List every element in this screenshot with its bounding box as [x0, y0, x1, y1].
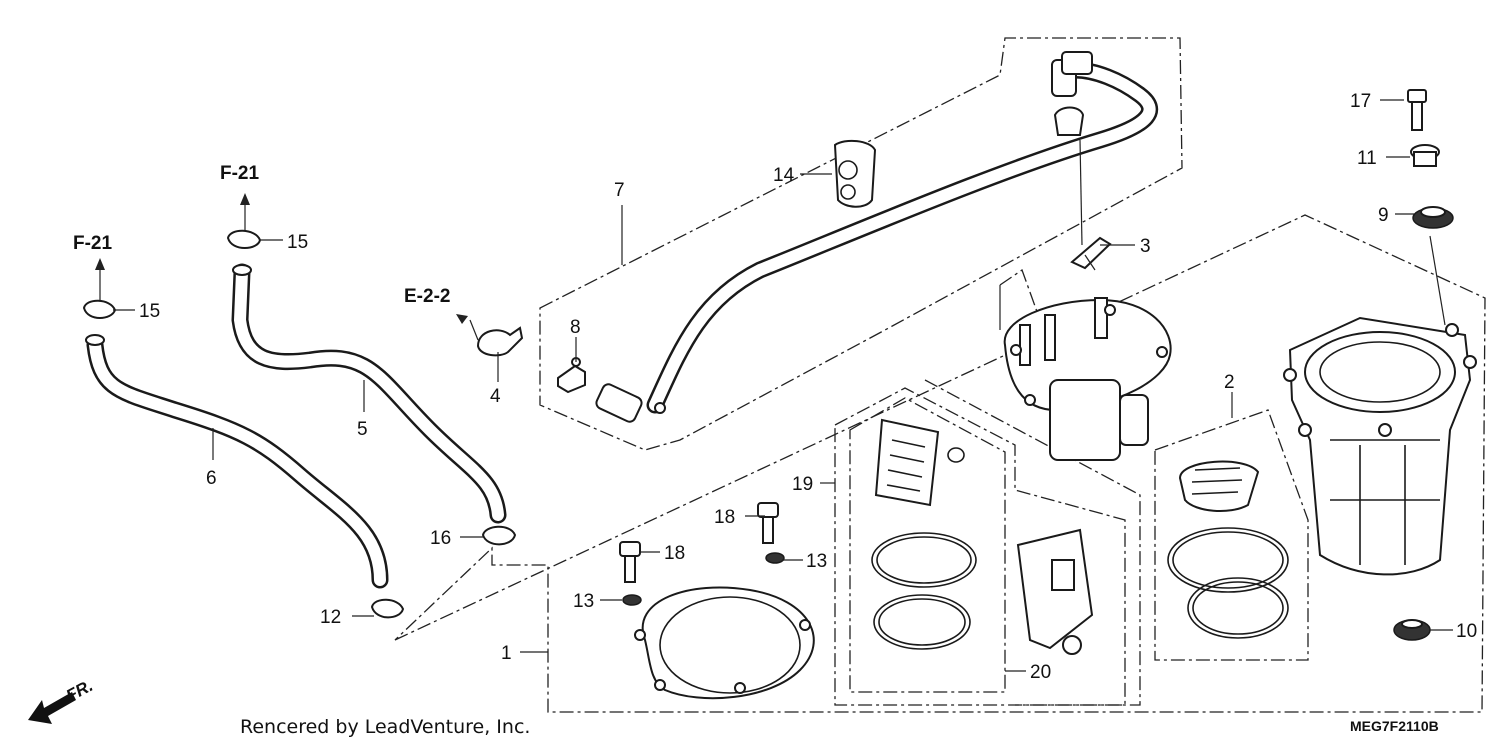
clamp-14: [833, 139, 877, 208]
callout-15-upper: 15: [287, 232, 308, 253]
callout-2: 2: [1224, 372, 1235, 393]
quick-connector-7a: [595, 383, 666, 423]
clamp-12: [370, 598, 405, 619]
reference-f21-right: F-21: [220, 163, 260, 184]
callout-12: 12: [320, 607, 341, 628]
washer-13-left: [622, 594, 642, 606]
fuel-hose-7: [646, 61, 1159, 414]
front-direction-arrow-icon: [28, 692, 76, 724]
callout-3: 3: [1140, 236, 1151, 257]
callout-11: 11: [1357, 148, 1377, 169]
fuel-strainer: [1178, 460, 1260, 512]
bolt-18-right: [757, 502, 779, 544]
bolt-18-left: [619, 541, 641, 583]
fuel-tank-housing: [1283, 316, 1477, 576]
callout-13-left: 13: [573, 591, 594, 612]
grommet-10: [1393, 619, 1431, 641]
clamp-16: [481, 525, 517, 546]
callout-13-right: 13: [806, 551, 827, 572]
callout-7: 7: [614, 180, 625, 201]
filter-element: [874, 418, 940, 507]
callout-10: 10: [1456, 621, 1477, 642]
callout-14: 14: [773, 165, 795, 186]
callout-16: 16: [430, 528, 451, 549]
clamp-15-lower: [82, 299, 117, 319]
callout-8: 8: [570, 317, 581, 338]
o-ring-large-b: [873, 594, 971, 650]
o-ring-large-a: [871, 532, 977, 588]
group-outline-sensor-3: [999, 268, 1041, 321]
o-ring-strainer-b: [1187, 577, 1289, 639]
clip-8: [557, 357, 586, 394]
callout-9: 9: [1378, 205, 1389, 226]
callout-6: 6: [206, 468, 217, 489]
fuel-pump-gasket: [634, 586, 815, 700]
group-outline-strainer-2: [1154, 409, 1309, 661]
diagram-code: MEG7F2110B: [1350, 718, 1439, 734]
callout-5: 5: [357, 419, 368, 440]
clamp-small-upper: [1053, 106, 1085, 136]
callout-18-right: 18: [714, 507, 735, 528]
callout-18-left: 18: [664, 543, 685, 564]
collar-11: [1410, 144, 1440, 167]
footer-credit: Rencered by LeadVenture, Inc.: [240, 716, 530, 738]
group-outline-main: [394, 214, 1486, 713]
clip-4: [476, 326, 524, 357]
fuel-hose-5: [231, 263, 507, 524]
reference-f21-left: F-21: [73, 233, 113, 254]
front-direction-marker: FR.: [28, 676, 96, 724]
leader-lines: [99, 99, 1453, 672]
reference-arrows: [95, 193, 468, 324]
callout-4: 4: [490, 386, 501, 407]
callout-1: 1: [501, 643, 512, 664]
callout-19: 19: [792, 474, 813, 495]
fuel-pump-base: [1003, 297, 1172, 461]
small-o-ring: [947, 447, 965, 463]
group-outline-kit-20: [849, 397, 1006, 693]
fuel-hose-6: [85, 334, 389, 589]
group-outline-hose-7: [539, 37, 1183, 451]
group-outline-kit-19: [834, 387, 1126, 706]
pump-bracket-20: [1016, 528, 1094, 655]
callout-17: 17: [1350, 91, 1371, 112]
grommet-9: [1412, 206, 1454, 229]
bolt-17: [1407, 89, 1427, 131]
callout-15-lower: 15: [139, 301, 160, 322]
reference-e22: E-2-2: [404, 286, 450, 307]
clamp-15-upper: [226, 229, 262, 249]
callout-20: 20: [1030, 662, 1051, 683]
quick-connector-7b: [1051, 51, 1093, 97]
washer-13-right: [765, 552, 785, 564]
o-ring-strainer-a: [1167, 527, 1289, 593]
